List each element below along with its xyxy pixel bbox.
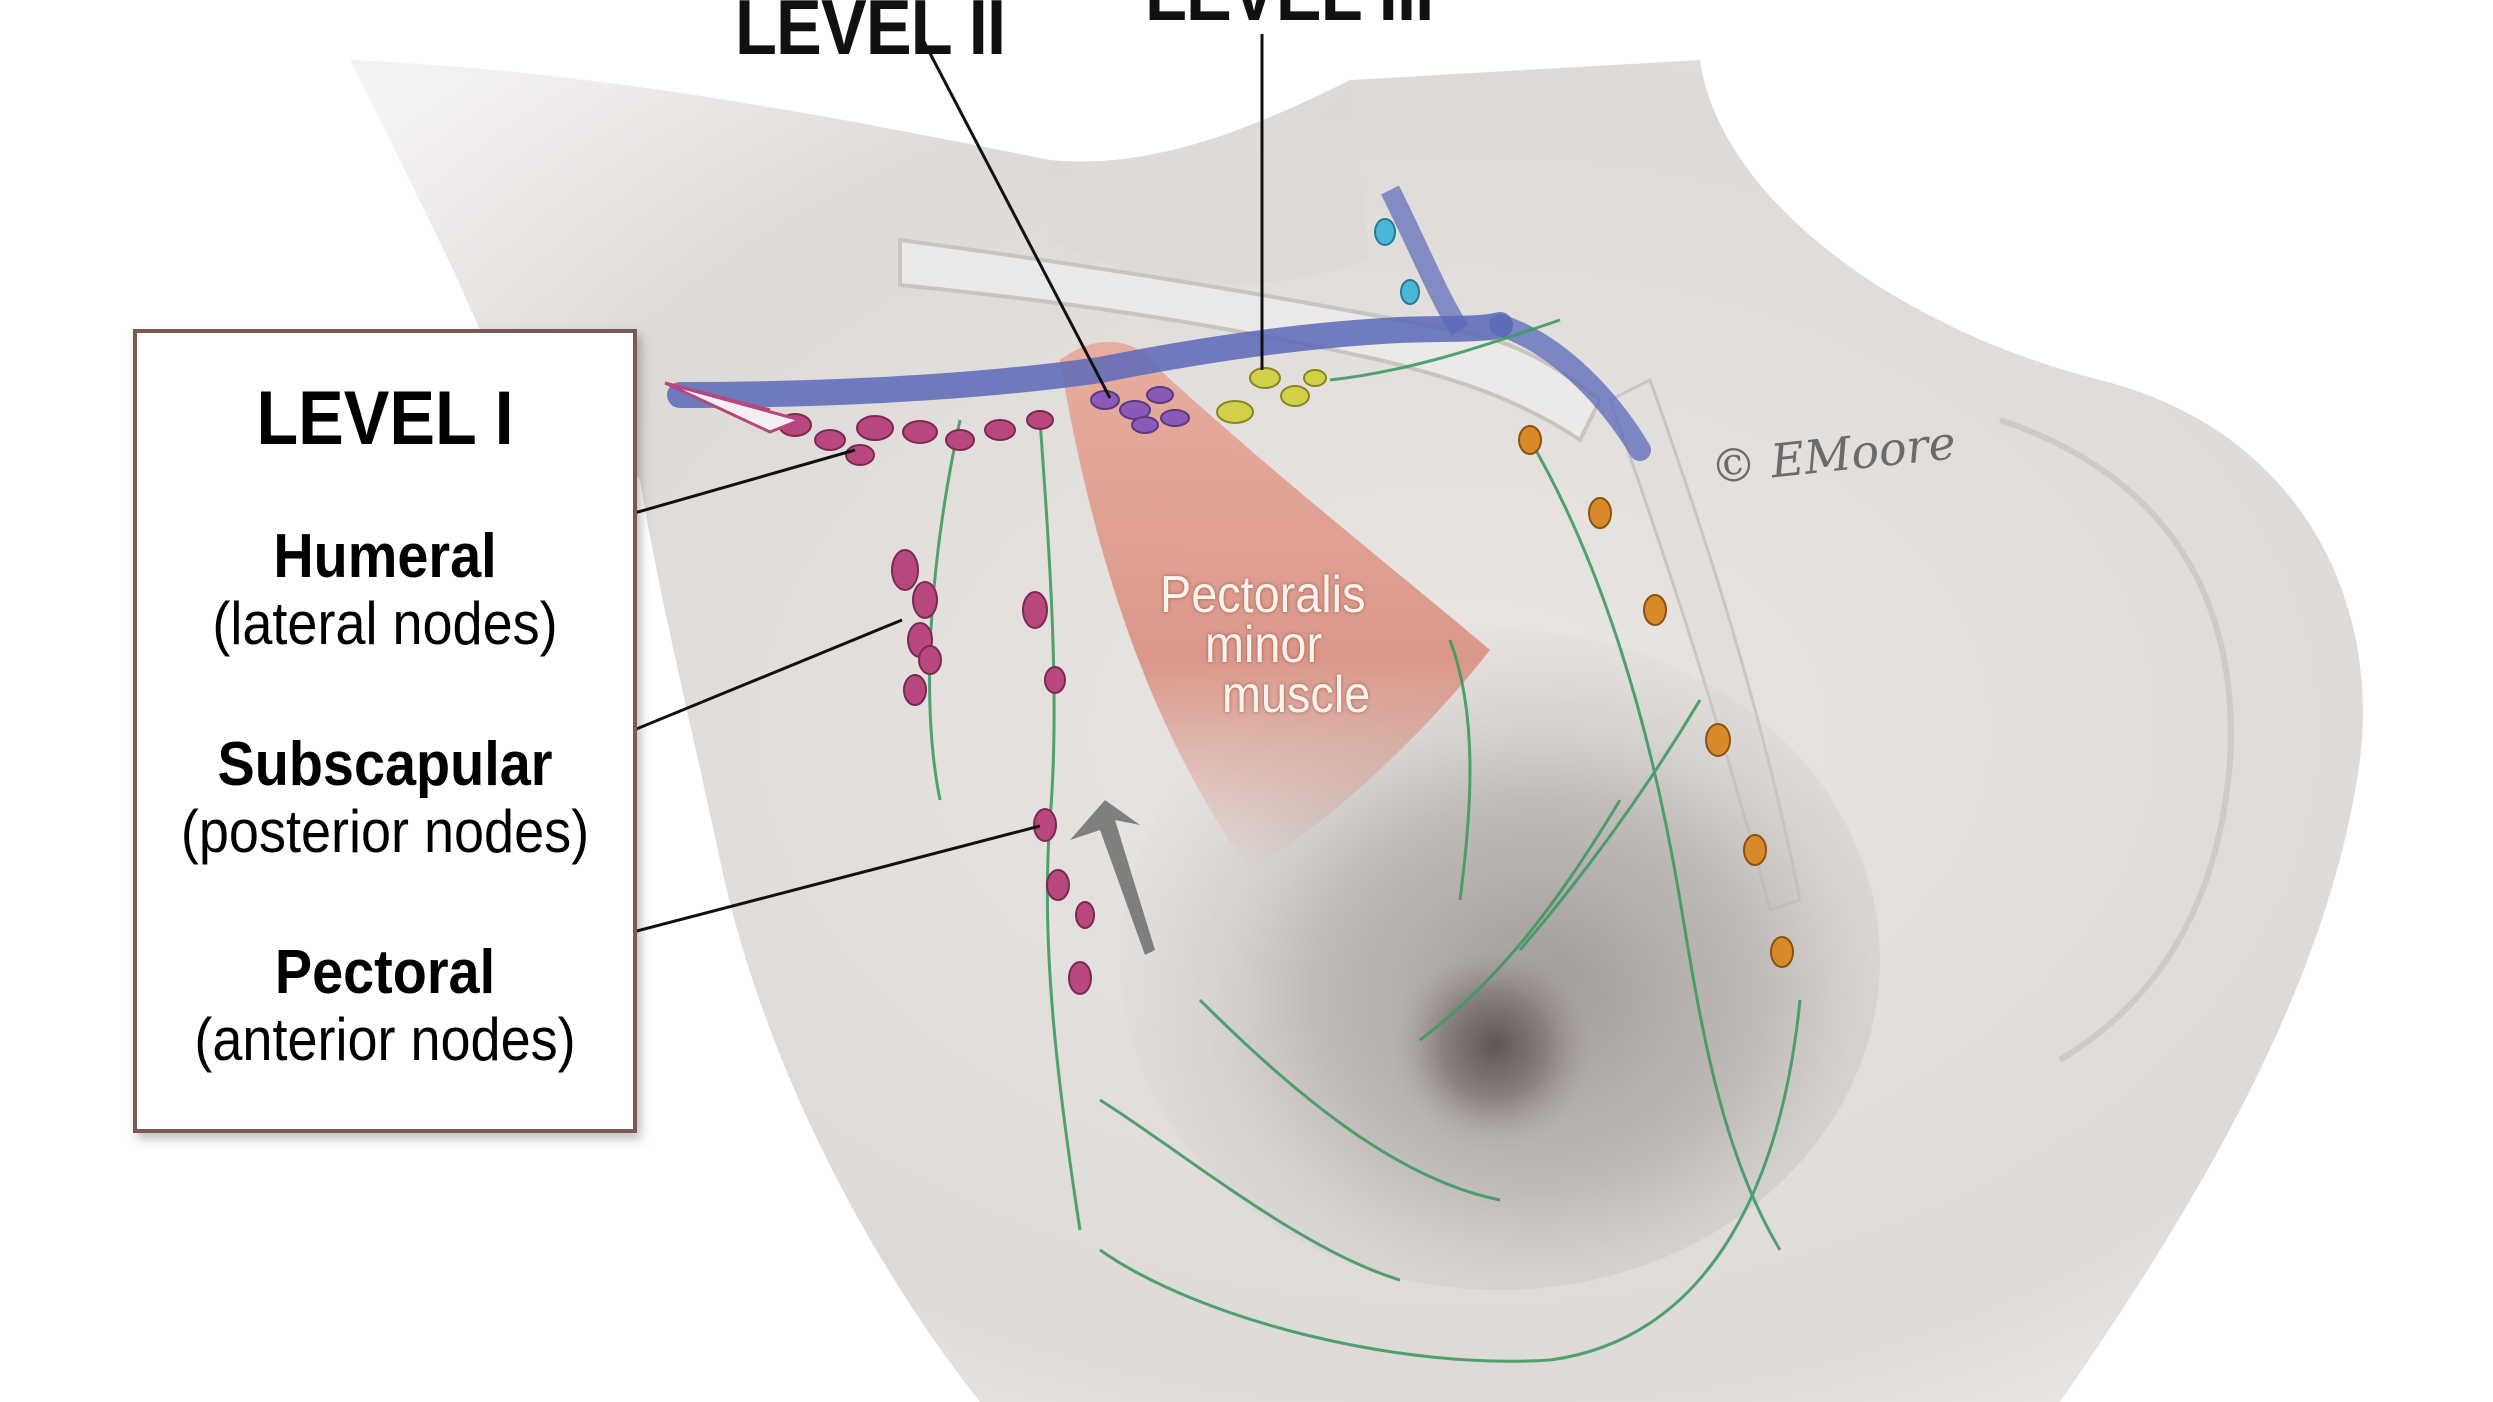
node-group-desc: (lateral nodes) — [162, 589, 608, 658]
level-i-legend-box: LEVEL I Humeral (lateral nodes) Subscapu… — [133, 329, 637, 1133]
node-group-name: Pectoral — [162, 937, 608, 1008]
level-iii-label: LEVEL III — [1145, 0, 1433, 39]
node-group-name: Humeral — [162, 521, 608, 592]
neck-shadow — [1050, 90, 1370, 284]
muscle-label-line3: muscle — [1222, 665, 1370, 725]
nipple — [1385, 935, 1605, 1155]
node-group-desc: (posterior nodes) — [162, 797, 608, 866]
node-group-name: Subscapular — [162, 729, 608, 800]
level-i-title: LEVEL I — [162, 375, 608, 462]
level-ii-label: LEVEL II — [735, 0, 1005, 73]
node-group-desc: (anterior nodes) — [162, 1005, 608, 1074]
